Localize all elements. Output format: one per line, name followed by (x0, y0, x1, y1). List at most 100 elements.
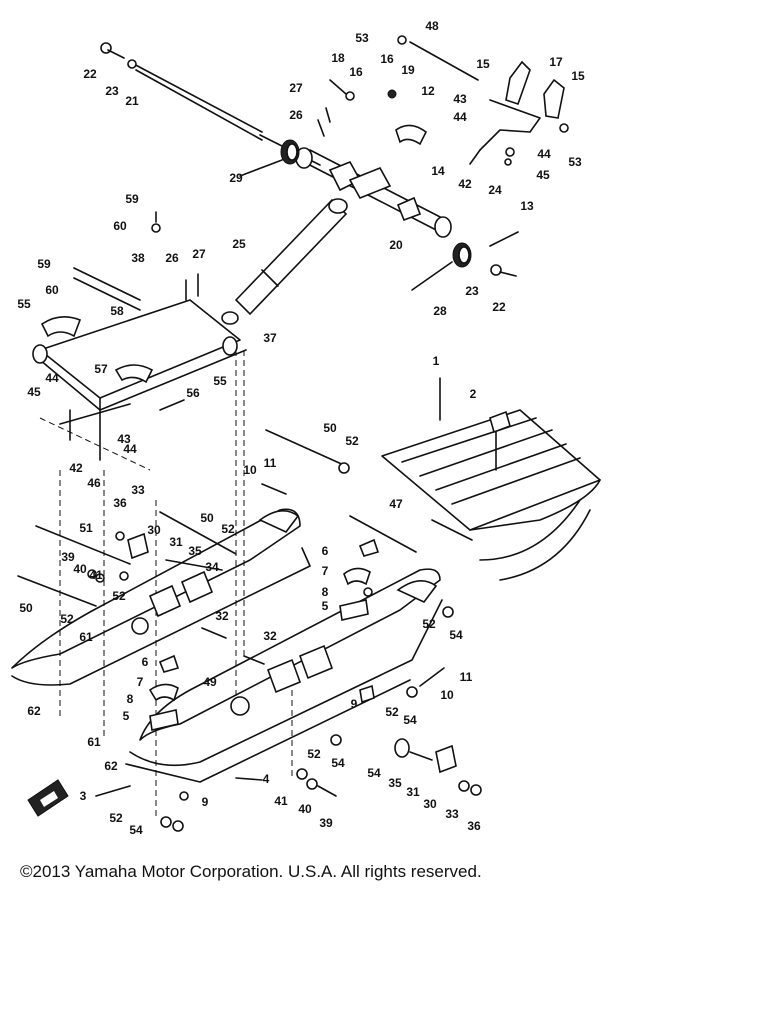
part-callout-52: 52 (60, 612, 74, 626)
part-callout-58: 58 (110, 304, 124, 318)
part-callout-21: 21 (125, 94, 139, 108)
part-callout-10: 10 (440, 688, 454, 702)
part-callout-59: 59 (37, 257, 51, 271)
part-callout-46: 46 (87, 476, 101, 490)
right-slide-rail (125, 515, 454, 783)
part-callout-20: 20 (389, 238, 403, 252)
part-callout-52: 52 (109, 811, 123, 825)
part-callout-57: 57 (94, 362, 108, 376)
part-callout-53: 53 (568, 155, 582, 169)
shock-absorber (221, 198, 348, 325)
part-callout-11: 11 (460, 670, 473, 684)
part-callout-34: 34 (205, 560, 219, 574)
part-callout-60: 60 (113, 219, 127, 233)
part-callout-37: 37 (263, 331, 277, 345)
part-callout-52: 52 (345, 434, 359, 448)
part-callout-8: 8 (322, 585, 329, 599)
part-callout-30: 30 (423, 797, 437, 811)
part-callout-3: 3 (80, 789, 87, 803)
part-callout-41: 41 (89, 568, 103, 582)
part-callout-14: 14 (431, 164, 445, 178)
part-callout-50: 50 (19, 601, 33, 615)
part-callout-4: 4 (263, 772, 270, 786)
part-callout-42: 42 (69, 461, 83, 475)
part-callout-59: 59 (125, 192, 139, 206)
part-callout-6: 6 (322, 544, 329, 558)
part-callout-50: 50 (323, 421, 337, 435)
part-callout-54: 54 (129, 823, 143, 837)
part-callout-8: 8 (127, 692, 134, 706)
part-callout-35: 35 (188, 544, 202, 558)
part-callout-54: 54 (403, 713, 417, 727)
part-callout-40: 40 (73, 562, 87, 576)
part-callout-54: 54 (367, 766, 381, 780)
part-callout-60: 60 (45, 283, 59, 297)
part-callout-28: 28 (433, 304, 447, 318)
part-callout-49: 49 (203, 675, 217, 689)
part-callout-10: 10 (243, 463, 257, 477)
part-callout-15: 15 (476, 57, 490, 71)
part-callout-12: 12 (421, 84, 435, 98)
part-callout-23: 23 (105, 84, 119, 98)
part-callout-43: 43 (117, 432, 131, 446)
part-callout-50: 50 (200, 511, 214, 525)
part-callout-32: 32 (215, 609, 229, 623)
part-callout-6: 6 (142, 655, 149, 669)
part-callout-54: 54 (449, 628, 463, 642)
part-callout-56: 56 (186, 386, 200, 400)
part-callout-11: 11 (264, 456, 277, 470)
alignment-lines (39, 350, 293, 820)
part-callout-44: 44 (453, 110, 467, 124)
part-callout-25: 25 (232, 237, 246, 251)
part-callout-13: 13 (520, 199, 534, 213)
part-callout-27: 27 (192, 247, 206, 261)
part-callout-51: 51 (79, 521, 93, 535)
part-callout-40: 40 (298, 802, 312, 816)
part-callout-38: 38 (131, 251, 145, 265)
part-callout-17: 17 (549, 55, 563, 69)
part-callout-44: 44 (537, 147, 551, 161)
part-callout-7: 7 (137, 675, 144, 689)
part-callout-26: 26 (289, 108, 303, 122)
part-callout-55: 55 (17, 297, 31, 311)
part-callout-36: 36 (467, 819, 481, 833)
part-callout-22: 22 (83, 67, 97, 81)
part-callout-39: 39 (61, 550, 75, 564)
part-callout-47: 47 (389, 497, 403, 511)
right-torsion-spring (411, 242, 472, 291)
exploded-parts-diagram: 2223215348181616191517152712434426445345… (11, 19, 601, 837)
part-callout-26: 26 (165, 251, 179, 265)
part-callout-18: 18 (331, 51, 345, 65)
part-callout-30: 30 (147, 523, 161, 537)
part-callout-33: 33 (131, 483, 145, 497)
part-callout-36: 36 (113, 496, 127, 510)
part-callout-61: 61 (87, 735, 101, 749)
part-callout-61: 61 (79, 630, 93, 644)
part-callout-1: 1 (433, 354, 440, 368)
copyright-notice: ©2013 Yamaha Motor Corporation. U.S.A. A… (20, 862, 482, 881)
part-callout-44: 44 (123, 442, 137, 456)
part-callout-2: 2 (470, 387, 477, 401)
part-callout-16: 16 (380, 52, 394, 66)
part-callout-54: 54 (331, 756, 345, 770)
left-torsion-spring (239, 139, 300, 177)
part-callout-43: 43 (453, 92, 467, 106)
part-callout-42: 42 (458, 177, 472, 191)
part-callout-5: 5 (322, 599, 329, 613)
part-callout-52: 52 (422, 617, 436, 631)
part-callout-44: 44 (45, 371, 59, 385)
track-assembly (381, 377, 601, 581)
part-callout-16: 16 (349, 65, 363, 79)
part-callout-9: 9 (202, 795, 209, 809)
part-callout-45: 45 (27, 385, 41, 399)
part-callout-27: 27 (289, 81, 303, 95)
part-callout-52: 52 (307, 747, 321, 761)
part-callout-7: 7 (322, 564, 329, 578)
hardware-cluster (95, 684, 482, 832)
part-callout-45: 45 (536, 168, 550, 182)
manual-stamp-icon (27, 779, 69, 817)
front-shaft-assembly (100, 35, 569, 291)
part-callout-62: 62 (104, 759, 118, 773)
part-callout-9: 9 (351, 697, 358, 711)
